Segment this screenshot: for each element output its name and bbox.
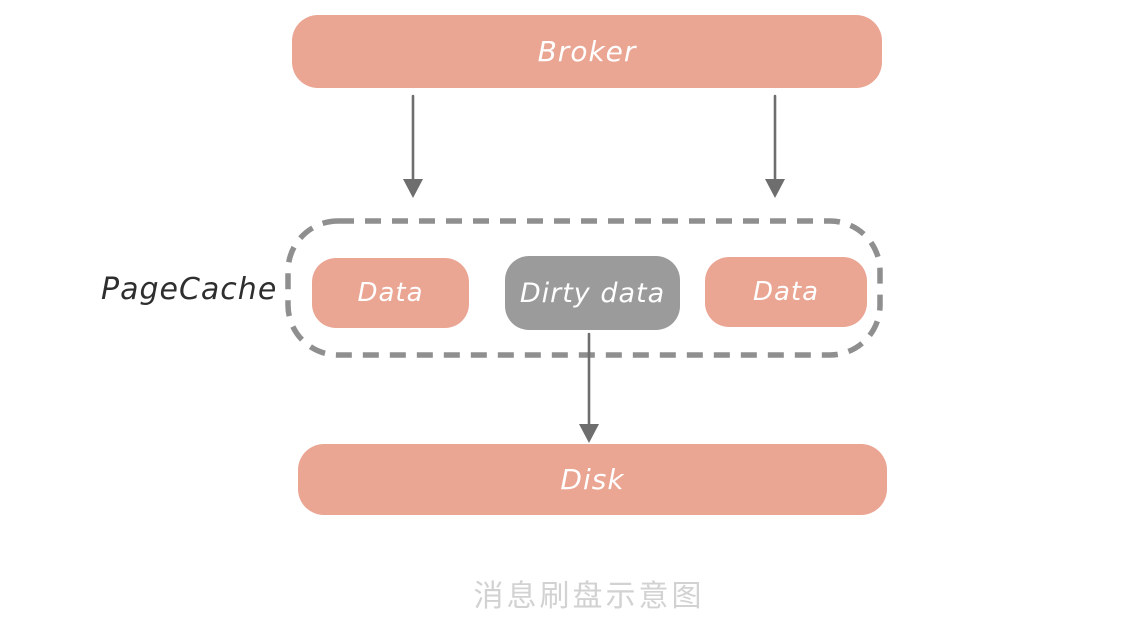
data-label: Data bbox=[357, 278, 424, 308]
data-label: Data bbox=[752, 277, 820, 307]
pagecache-data-node-left: Data bbox=[312, 258, 469, 328]
broker-node: Broker bbox=[292, 15, 882, 88]
pagecache-dirty-data-node: Dirty data bbox=[505, 256, 680, 330]
disk-node: Disk bbox=[298, 444, 887, 515]
arrow-broker-to-pagecache-left-icon bbox=[403, 94, 423, 198]
diagram-caption: 消息刷盘示意图 bbox=[473, 579, 705, 614]
arrow-broker-to-pagecache-right-icon bbox=[765, 94, 785, 198]
broker-label: Broker bbox=[537, 35, 637, 68]
disk-label: Disk bbox=[560, 463, 625, 496]
dirty-data-label: Dirty data bbox=[519, 277, 666, 309]
pagecache-dashed-border bbox=[285, 218, 883, 358]
pagecache-label: PageCache bbox=[101, 272, 278, 307]
arrow-dirty-data-to-disk-icon bbox=[579, 332, 599, 443]
pagecache-data-node-right: Data bbox=[705, 257, 867, 327]
